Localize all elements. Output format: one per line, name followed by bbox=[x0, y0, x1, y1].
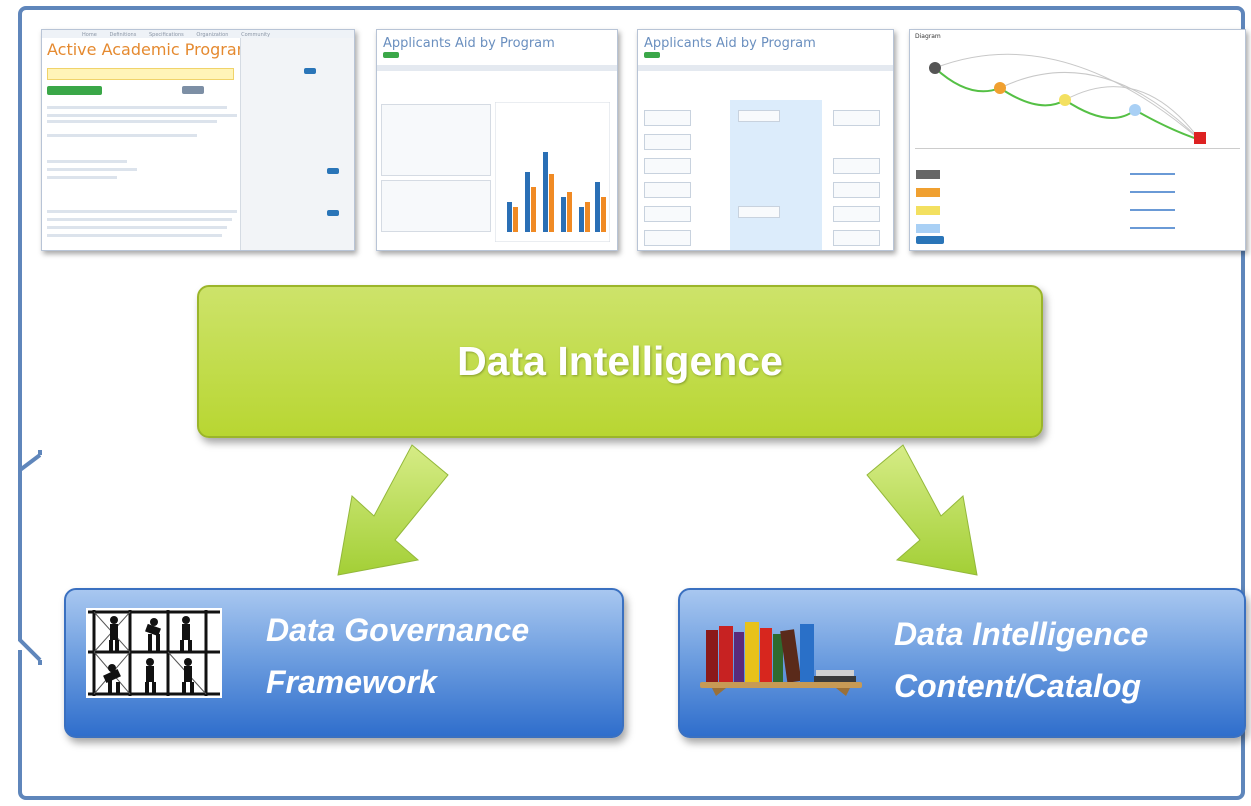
screenshot-applicants-aid-flow[interactable]: Applicants Aid by Program bbox=[637, 29, 894, 251]
screen-title: Diagram bbox=[915, 33, 941, 40]
screen-title: Active Academic Program bbox=[47, 40, 253, 59]
screen-title: Applicants Aid by Program bbox=[644, 36, 816, 51]
screenshot-applicants-aid-chart[interactable]: Applicants Aid by Program bbox=[376, 29, 618, 251]
data-catalog-box[interactable]: Data Intelligence Content/Catalog bbox=[678, 588, 1246, 738]
data-governance-label: Data Governance Framework bbox=[266, 604, 529, 708]
workers-silhouette-icon bbox=[86, 608, 222, 698]
mini-network-diagram bbox=[929, 53, 1206, 144]
screenshot-diagram[interactable]: Diagram bbox=[909, 29, 1246, 251]
data-governance-box[interactable]: Data Governance Framework bbox=[64, 588, 624, 738]
label-line-2: Content/Catalog bbox=[894, 668, 1142, 704]
screenshot-academic-program[interactable]: Home Definitions Specifications Organiza… bbox=[41, 29, 355, 251]
screen-title: Applicants Aid by Program bbox=[383, 36, 555, 51]
data-intelligence-box[interactable]: Data Intelligence bbox=[197, 285, 1043, 438]
arrow-right-icon bbox=[866, 444, 978, 576]
arrow-left-icon bbox=[337, 444, 449, 576]
label-line-2: Framework bbox=[266, 664, 437, 700]
outer-frame bbox=[18, 6, 1245, 800]
label-line-1: Data Intelligence bbox=[894, 616, 1149, 652]
data-catalog-label: Data Intelligence Content/Catalog bbox=[894, 608, 1148, 712]
label-line-1: Data Governance bbox=[266, 612, 530, 648]
mini-bar-chart bbox=[495, 102, 610, 242]
bookshelf-icon bbox=[696, 618, 866, 698]
central-label: Data Intelligence bbox=[457, 338, 783, 384]
